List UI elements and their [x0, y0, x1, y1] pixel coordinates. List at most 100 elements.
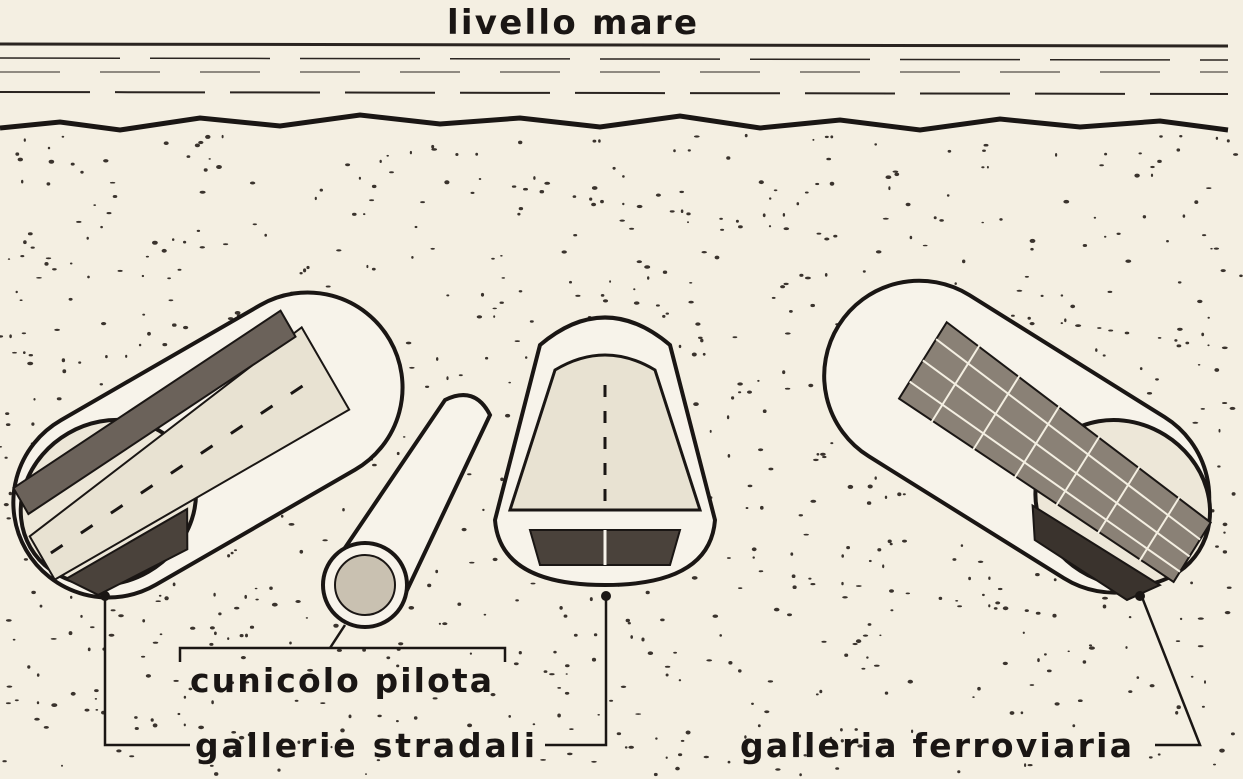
sediment-dot	[1207, 316, 1210, 319]
sediment-dot	[147, 331, 151, 336]
sediment-dot	[427, 583, 432, 588]
sediment-dot	[27, 665, 31, 669]
sediment-dot	[609, 280, 612, 283]
sediment-dot	[44, 262, 49, 266]
sediment-dot	[386, 656, 391, 660]
sediment-dot	[87, 647, 91, 652]
sediment-dot	[820, 452, 826, 456]
sediment-dot	[142, 313, 146, 316]
sediment-dot	[90, 626, 95, 629]
sediment-dot	[641, 637, 645, 642]
sediment-dot	[884, 495, 888, 499]
sediment-dot	[1054, 702, 1060, 706]
sediment-dot	[887, 539, 892, 544]
sediment-dot	[7, 258, 11, 260]
sediment-dot	[693, 402, 699, 406]
sediment-dot	[342, 508, 345, 512]
sediment-dot	[322, 539, 328, 542]
sediment-dot	[485, 356, 489, 360]
sediment-dot	[892, 170, 899, 173]
sediment-dot	[213, 592, 216, 597]
sediment-dot	[840, 739, 844, 743]
pilot-tunnel-label: cunicolo pilota	[190, 661, 492, 700]
sediment-dot	[23, 351, 26, 354]
sediment-dot	[1200, 408, 1206, 410]
sediment-dot	[523, 187, 528, 191]
sediment-dot	[168, 299, 174, 302]
sediment-dot	[1053, 578, 1057, 582]
sediment-dot	[1159, 135, 1163, 138]
sediment-dot	[299, 549, 304, 554]
sediment-dot	[854, 728, 858, 731]
sea-level-label: livello mare	[447, 3, 697, 43]
sediment-dot	[145, 255, 149, 258]
sediment-dot	[1108, 329, 1114, 332]
sediment-dot	[591, 186, 598, 190]
sediment-dot	[232, 749, 236, 754]
sediment-dot	[138, 343, 142, 347]
sediment-dot	[1082, 660, 1087, 664]
sediment-dot	[882, 564, 885, 569]
sediment-dot	[455, 153, 459, 156]
sediment-dot	[161, 248, 167, 253]
sediment-dot	[982, 149, 986, 152]
sediment-dot	[478, 178, 482, 180]
sediment-dot	[1149, 684, 1155, 688]
sediment-dot	[798, 734, 801, 738]
sediment-dot	[518, 140, 523, 145]
sediment-dot	[655, 737, 658, 740]
sediment-dot	[600, 199, 604, 204]
sediment-dot	[129, 755, 135, 758]
sediment-dot	[1213, 763, 1216, 766]
sediment-dot	[972, 696, 975, 698]
sediment-dot	[737, 382, 743, 386]
sediment-dot	[389, 171, 394, 174]
sediment-dot	[1174, 339, 1178, 342]
sediment-dot	[379, 159, 382, 163]
sediment-dot	[857, 744, 863, 748]
sediment-dot	[830, 135, 834, 139]
sediment-dot	[110, 609, 116, 612]
sediment-dot	[112, 195, 118, 198]
sediment-dot	[227, 554, 231, 558]
sediment-dot	[324, 735, 327, 738]
sediment-dot	[99, 383, 104, 386]
sediment-dot	[5, 702, 11, 705]
sediment-dot	[796, 202, 800, 206]
sediment-dot	[968, 576, 971, 581]
sediment-dot	[27, 361, 34, 366]
sediment-dot	[414, 225, 418, 229]
sediment-dot	[885, 175, 892, 179]
sediment-dot	[376, 759, 381, 762]
sediment-dot	[363, 213, 366, 216]
sediment-dot	[826, 157, 832, 161]
sediment-dot	[289, 641, 292, 645]
sediment-dot	[125, 354, 128, 358]
sediment-dot	[230, 551, 234, 555]
sediment-dot	[430, 247, 435, 250]
sediment-dot	[6, 685, 13, 688]
sediment-dot	[804, 191, 809, 194]
sediment-dot	[619, 219, 625, 222]
sediment-dot	[1128, 690, 1133, 693]
sediment-dot	[669, 210, 675, 213]
sediment-dot	[280, 514, 284, 518]
sediment-dot	[1226, 139, 1230, 143]
sediment-dot	[239, 634, 244, 638]
sediment-dot	[515, 599, 519, 602]
sediment-dot	[673, 651, 677, 654]
sediment-dot	[1136, 676, 1140, 679]
sediment-dot	[330, 745, 333, 749]
sediment-dot	[687, 221, 689, 224]
sediment-dot	[873, 664, 880, 667]
sediment-dot	[420, 201, 425, 204]
sediment-dot	[862, 634, 869, 637]
sediment-dot	[1221, 346, 1228, 350]
sediment-dot	[622, 175, 625, 178]
sediment-dot	[196, 229, 201, 232]
sediment-dot	[1222, 522, 1228, 527]
sediment-dot	[933, 216, 937, 220]
sediment-dot	[803, 533, 809, 536]
sediment-dot	[841, 554, 844, 558]
sediment-dot	[647, 276, 650, 280]
